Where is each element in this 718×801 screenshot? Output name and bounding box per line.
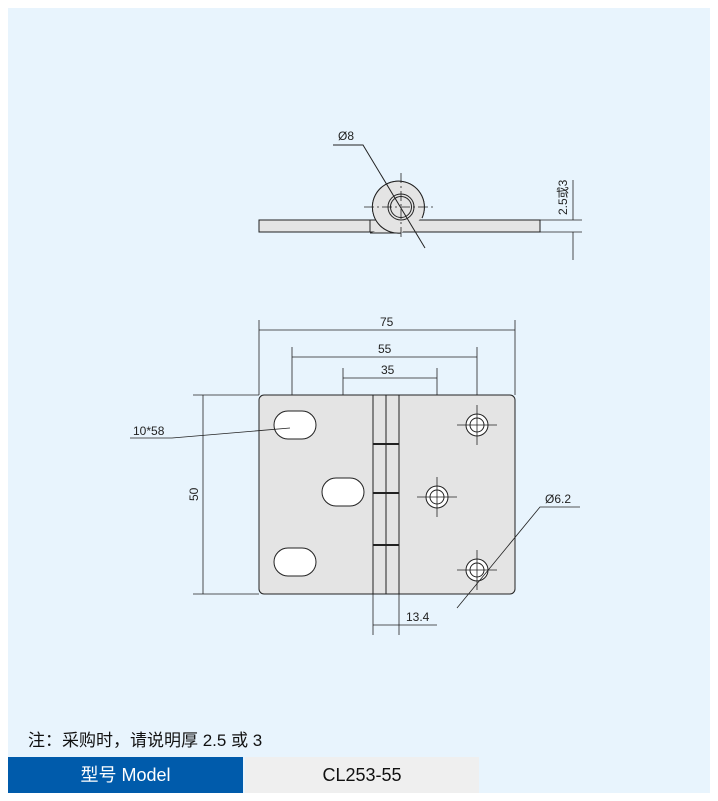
- model-value-cell: CL253-55: [245, 757, 479, 793]
- top-view: [258, 144, 582, 260]
- front-view: [130, 320, 580, 635]
- diameter-label: Ø8: [338, 129, 354, 143]
- slot-span-label: 35: [381, 363, 395, 377]
- slot-label: 10*58: [133, 424, 165, 438]
- thickness-label: 2.5或3: [556, 179, 570, 215]
- model-header-cell: 型号 Model: [8, 757, 243, 793]
- width-label: 75: [380, 315, 394, 329]
- hole-span-label: 55: [378, 342, 392, 356]
- hole-label: Ø6.2: [545, 492, 571, 506]
- purchase-note: 注：采购时，请说明厚 2.5 或 3: [28, 731, 263, 750]
- height-label: 50: [187, 487, 201, 501]
- knuckle-label: 13.4: [406, 610, 430, 624]
